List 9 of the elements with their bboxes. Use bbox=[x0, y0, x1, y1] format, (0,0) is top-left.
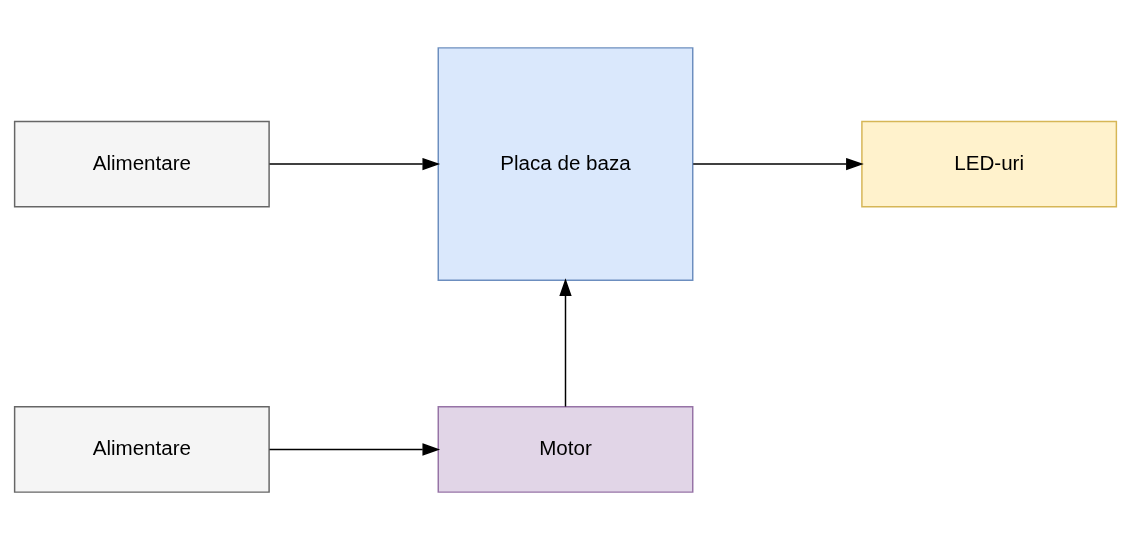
node-box: Placa de baza bbox=[437, 46, 694, 281]
arrow bbox=[268, 442, 441, 456]
arrow bbox=[692, 157, 864, 170]
node-box: Alimentare bbox=[13, 405, 270, 493]
node-box: Motor bbox=[437, 405, 694, 493]
arrow bbox=[559, 277, 572, 407]
node-box: LED-uri bbox=[861, 120, 1118, 207]
arrow bbox=[268, 157, 441, 170]
node-box: Alimentare bbox=[13, 120, 270, 207]
